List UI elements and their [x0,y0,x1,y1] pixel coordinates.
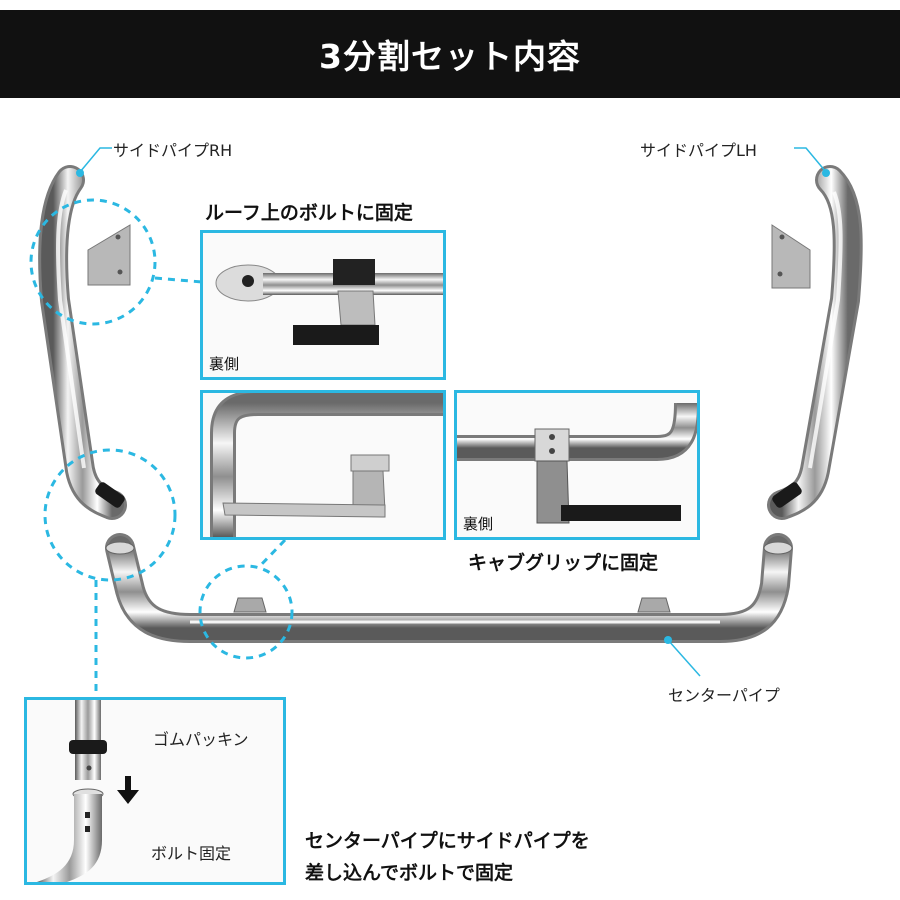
detail-grip-plate [200,390,446,540]
detail-grip-back: 裏側 [454,390,700,540]
label-roof-bolt: ルーフ上のボルトに固定 [205,202,413,224]
caption-back-side: 裏側 [209,355,240,373]
grip-back-photo [457,402,697,524]
roof-bolt-photo [215,259,443,345]
label-center-pipe: センターパイプ [668,686,780,705]
callout-circle-grip [198,564,294,660]
caption-back-side-2: 裏側 [463,515,494,533]
callout-circle-roof [29,198,157,326]
label-side-pipe-rh: サイドパイプRH [113,141,233,160]
title-banner: 3分割セット内容 [0,10,900,98]
label-side-pipe-lh: サイドパイプLH [640,141,757,160]
label-bolt-fix: ボルト固定 [151,844,232,863]
side-pipe-lh [767,165,863,520]
instruction-line-1: センターパイプにサイドパイプを [305,830,590,852]
label-cab-grip: キャブグリップに固定 [468,552,659,574]
instruction-line-2: 差し込んでボルトで固定 [305,862,514,884]
side-pipe-rh [38,165,131,520]
joint-photo [37,700,139,882]
detail-joint: ゴムパッキン ボルト固定 [24,697,286,885]
label-rubber-packing: ゴムパッキン [153,730,249,749]
center-pipe [105,533,793,643]
detail-roof-bolt: 裏側 [200,230,446,380]
grip-plate-photo [210,393,443,537]
page-title: 3分割セット内容 [319,37,581,76]
callout-circle-joint [43,448,177,582]
